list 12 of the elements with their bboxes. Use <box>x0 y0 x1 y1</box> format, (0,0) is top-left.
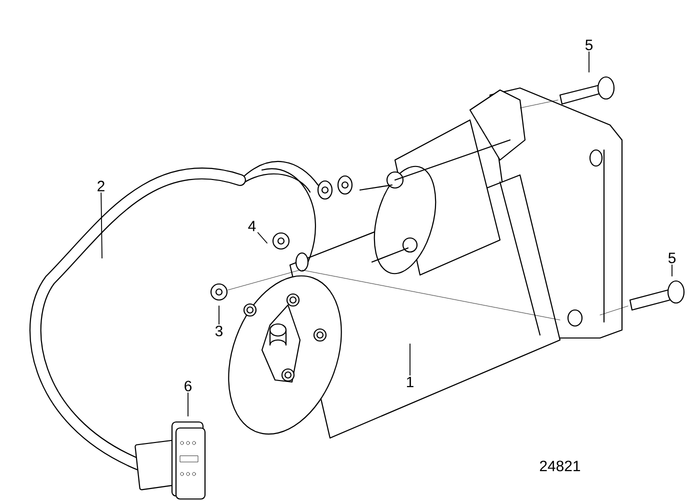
callout-number: 2 <box>98 180 104 192</box>
leader-line <box>257 232 268 244</box>
leader-line <box>588 51 590 72</box>
figure-number: 24821 <box>540 460 580 472</box>
callout-number: 4 <box>248 220 256 232</box>
callout-number: 5 <box>668 252 676 264</box>
callout-number: 5 <box>585 40 593 50</box>
leader-line <box>100 192 102 258</box>
leader-line <box>218 306 220 324</box>
callout-number: 1 <box>407 376 414 388</box>
callout-number: 6 <box>184 380 192 392</box>
callout-number: 3 <box>215 326 222 336</box>
